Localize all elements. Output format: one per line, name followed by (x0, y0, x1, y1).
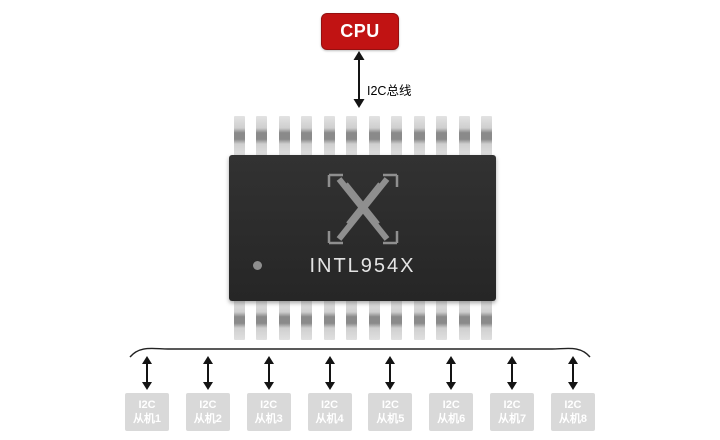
slave-label-line2: 从机1 (132, 413, 162, 425)
slave-box-7: I2C 从机7 (490, 393, 535, 431)
slave-label-line1: I2C (442, 398, 460, 411)
chip-pin (256, 300, 268, 340)
bidirectional-arrow-icon (567, 356, 578, 390)
chip-pin (458, 116, 470, 156)
slave-box-5: I2C 从机5 (368, 393, 413, 431)
chip-pin (413, 116, 425, 156)
slave-label-line2: 从机4 (315, 413, 344, 425)
cpu-label: CPU (340, 21, 380, 41)
bidirectional-arrow-icon (202, 356, 213, 390)
slave-box-6: I2C 从机6 (429, 393, 474, 431)
chip-pin (278, 300, 290, 340)
chip-pin (323, 300, 335, 340)
chip-pin (436, 116, 448, 156)
chip-pin (480, 116, 492, 156)
chip-pin (391, 300, 403, 340)
slave-label-line2: 从机5 (376, 413, 405, 425)
chip-pin (234, 300, 245, 340)
slave-label-line1: I2C (320, 398, 339, 411)
slave-label-line2: 从机2 (193, 413, 222, 425)
pin1-indicator-dot (253, 261, 262, 270)
chip-pin (413, 300, 425, 340)
chip-pin (458, 300, 470, 340)
chip-part-number: INTL954X (309, 255, 416, 277)
slave-label-line1: I2C (564, 398, 582, 411)
cpu-block: CPU (321, 13, 399, 50)
slave-label-line1: I2C (138, 398, 156, 411)
cpu-chip-bidirectional-arrow-icon (353, 51, 365, 108)
fanout-brace-line (129, 347, 591, 358)
chip-pin (436, 300, 448, 340)
chip-pins-bottom (234, 300, 492, 340)
bidirectional-arrow-icon (385, 356, 396, 390)
slave-label-line2: 从机3 (254, 413, 283, 425)
chip-pin (301, 300, 313, 340)
chip-pin (278, 116, 290, 156)
slave-label-line1: I2C (260, 398, 278, 411)
i2c-bus-label: I2C总线 (367, 84, 412, 98)
slaves-row: I2C 从机1 I2C 从机2 I2C 从机3 I2C 从机4 I2C 从机5 … (125, 393, 595, 431)
chip-logo-icon (327, 173, 398, 245)
chip-pins-top (234, 116, 492, 156)
slave-label-line2: 从机6 (437, 413, 466, 425)
bidirectional-arrow-icon (507, 356, 518, 390)
slave-label-line2: 从机8 (558, 413, 587, 425)
slave-box-4: I2C 从机4 (307, 393, 352, 431)
slave-box-3: I2C 从机3 (246, 393, 291, 431)
chip-pin (323, 116, 335, 156)
bidirectional-arrow-icon (142, 356, 152, 390)
chip-pin (368, 300, 380, 340)
slave-label-line1: I2C (199, 398, 217, 411)
slave-label-line1: I2C (503, 398, 521, 411)
slave-label-line2: 从机7 (498, 413, 527, 425)
chip-pin (301, 116, 313, 156)
chip-pin (480, 300, 492, 340)
bidirectional-arrow-icon (324, 356, 335, 390)
bidirectional-arrow-icon (446, 356, 457, 390)
chip-pin (368, 116, 380, 156)
chip-pin (346, 116, 358, 156)
chip-pin (391, 116, 403, 156)
chip-pin (234, 116, 245, 156)
i2c-mux-chip: INTL954X (229, 155, 496, 301)
slave-box-2: I2C 从机2 (185, 393, 230, 431)
slave-box-8: I2C 从机8 (550, 393, 595, 431)
chip-pin (256, 116, 268, 156)
slave-label-line1: I2C (381, 398, 399, 411)
chip-pin (346, 300, 358, 340)
bidirectional-arrow-icon (263, 356, 274, 390)
slave-box-1: I2C 从机1 (125, 393, 169, 431)
slave-arrows-row (125, 356, 595, 391)
